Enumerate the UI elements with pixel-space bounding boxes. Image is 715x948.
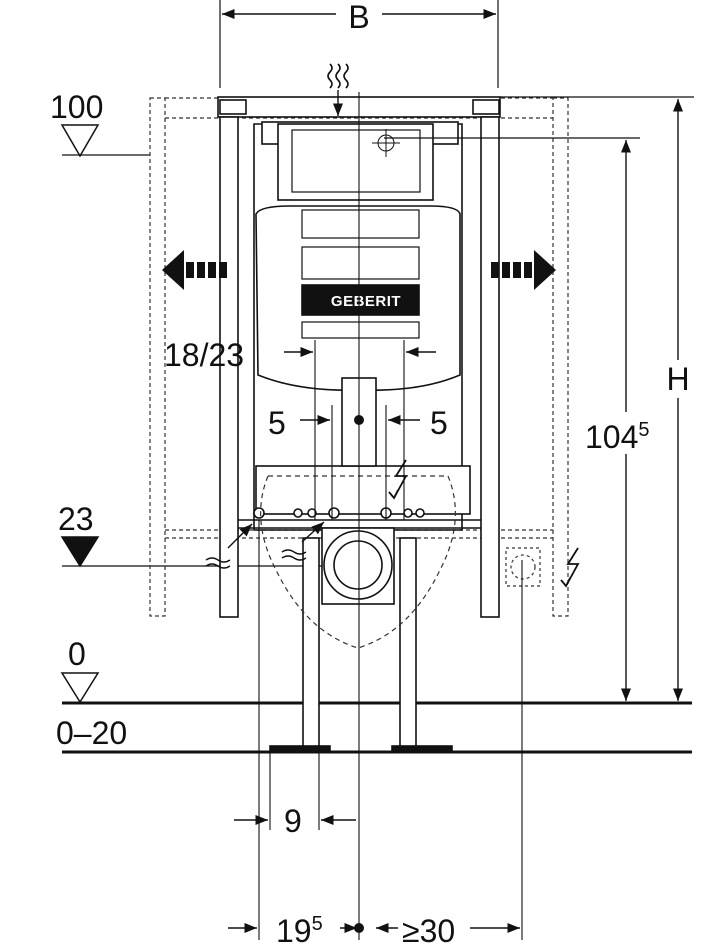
- toilet-bowl-outline: [260, 475, 456, 649]
- arrow-right-icon: [491, 250, 556, 290]
- bottom-dimensions: 9 195 ≥30: [228, 520, 523, 948]
- width-label: B: [348, 0, 369, 35]
- spacing-dimension: 18/23: [164, 337, 436, 520]
- level-marker-23: 23: [58, 501, 330, 568]
- electrical-box: [505, 547, 580, 588]
- level-top-label: 100: [50, 89, 103, 125]
- bottom-small-label: 9: [284, 803, 302, 839]
- height-label: H: [666, 361, 689, 397]
- actuator-crosshair: [372, 129, 400, 157]
- width-dimension: B: [219, 0, 499, 88]
- offset-dimensions: 5 5: [268, 405, 448, 520]
- height-dimension: H 1045: [384, 96, 694, 701]
- height-value: 1045: [585, 419, 650, 455]
- level-floor-label: 0: [68, 636, 86, 672]
- water-inlet-icon: [205, 549, 307, 569]
- bottom-right-label: ≥30: [402, 913, 455, 948]
- electrical-icon-right: [560, 547, 580, 588]
- floor-lines: [62, 701, 692, 754]
- arrow-left-icon: [162, 250, 227, 290]
- spacing-label: 18/23: [164, 337, 244, 373]
- floor-range-label: 0–20: [56, 715, 127, 751]
- offset-right-label: 5: [430, 405, 448, 441]
- level-mid-label: 23: [58, 501, 94, 537]
- water-supply-icon: [327, 63, 349, 89]
- electrical-icon: [388, 459, 408, 500]
- brand-label: GEBERIT: [331, 293, 401, 310]
- offset-left-label: 5: [268, 405, 286, 441]
- frame: [217, 96, 501, 753]
- bottom-left-label: 195: [276, 913, 323, 948]
- level-marker-100: 100: [50, 89, 150, 158]
- level-marker-0: 0 0–20: [56, 636, 127, 751]
